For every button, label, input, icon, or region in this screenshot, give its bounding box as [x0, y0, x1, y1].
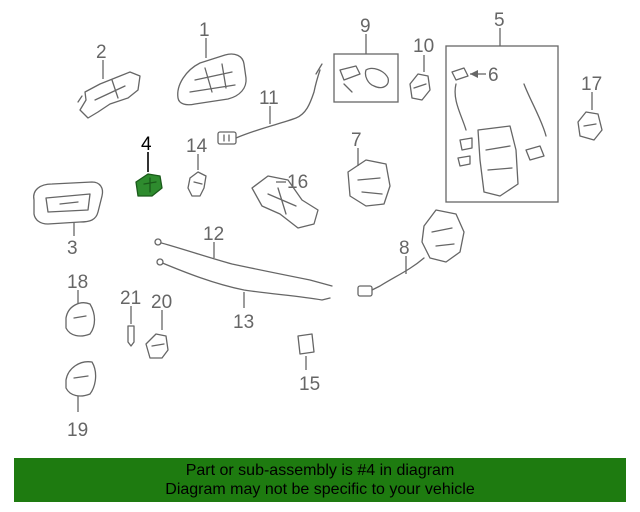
part-20-bracket[interactable]: [145, 333, 169, 359]
parts-diagram: 1 2 3 4 14 11 9: [33, 10, 603, 441]
part-17-striker[interactable]: [577, 111, 603, 141]
callout-14[interactable]: 14: [186, 136, 208, 157]
callout-11[interactable]: 11: [259, 88, 279, 109]
part-1-outside-handle[interactable]: [177, 53, 247, 106]
callout-1[interactable]: 1: [199, 20, 210, 41]
callout-6[interactable]: 6: [488, 65, 499, 86]
part-16-bracket[interactable]: [251, 175, 319, 229]
callout-21[interactable]: 21: [120, 288, 141, 309]
callout-8[interactable]: 8: [399, 238, 410, 259]
part-2-inside-handle-bracket[interactable]: [77, 71, 141, 119]
part-8-actuator[interactable]: [357, 209, 465, 297]
callout-18[interactable]: 18: [67, 272, 88, 293]
callout-13[interactable]: 13: [233, 312, 254, 333]
banner-line-1: Part or sub-assembly is #4 in diagram: [185, 462, 455, 479]
callout-20[interactable]: 20: [151, 292, 172, 313]
callout-3[interactable]: 3: [67, 238, 78, 259]
part-12-rod[interactable]: [154, 238, 333, 287]
part-14-clip[interactable]: [187, 171, 207, 197]
callout-2[interactable]: 2: [96, 42, 107, 63]
callout-15[interactable]: 15: [299, 374, 320, 395]
part-15-cap[interactable]: [297, 333, 315, 355]
part-9-lock-cylinder-set[interactable]: [333, 53, 399, 103]
part-7-bracket[interactable]: [347, 159, 391, 207]
banner-line-2: Diagram may not be specific to your vehi…: [165, 481, 475, 498]
callout-12[interactable]: 12: [203, 224, 224, 245]
callout-7[interactable]: 7: [351, 130, 362, 151]
part-info-banner: Part or sub-assembly is #4 in diagram Di…: [14, 458, 626, 502]
callout-19[interactable]: 19: [67, 420, 88, 441]
part-18-cover[interactable]: [65, 302, 96, 337]
part-6-clip[interactable]: [451, 67, 469, 81]
part-4-highlighted[interactable]: [135, 173, 163, 197]
part-13-rod[interactable]: [156, 258, 331, 301]
part-10-bracket[interactable]: [409, 73, 431, 101]
part-5-latch-assembly[interactable]: [445, 45, 559, 203]
part-21-screw[interactable]: [127, 325, 135, 347]
callout-9[interactable]: 9: [360, 16, 371, 37]
callout-5[interactable]: 5: [494, 10, 505, 31]
callout-16[interactable]: 16: [287, 172, 308, 193]
part-11-cable[interactable]: [217, 63, 323, 145]
callout-17[interactable]: 17: [581, 74, 602, 95]
part-19-cover[interactable]: [65, 361, 97, 397]
part-3-inside-handle[interactable]: [33, 181, 104, 225]
callout-4[interactable]: 4: [141, 134, 152, 155]
callout-10[interactable]: 10: [413, 36, 434, 57]
